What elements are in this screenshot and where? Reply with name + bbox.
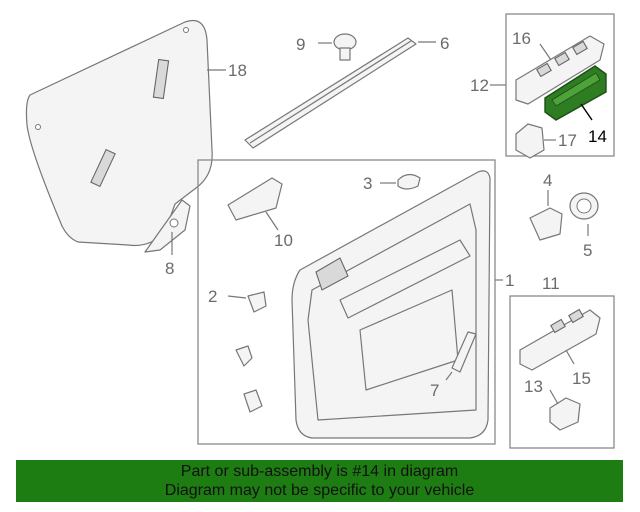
part-15-switch-assembly[interactable] (519, 308, 601, 371)
part-13-small-switch[interactable] (549, 389, 581, 431)
callout-1: 1 (505, 271, 514, 290)
callout-13: 13 (524, 377, 543, 396)
part-14-power-window-switch[interactable] (544, 65, 607, 121)
part-2-screw[interactable] (227, 291, 267, 313)
callout-7: 7 (430, 381, 439, 400)
callout-4: 4 (543, 171, 552, 190)
part-7-trim-strip[interactable] (445, 331, 477, 381)
part-4-inner-handle[interactable] (529, 190, 563, 241)
part-10-handle-cover[interactable] (227, 177, 283, 231)
screw-b (243, 389, 263, 413)
callout-16: 16 (512, 29, 531, 48)
callout-10: 10 (274, 231, 293, 250)
part-6-belt-molding[interactable] (244, 37, 436, 149)
part-16-switch-bezel[interactable] (515, 35, 605, 105)
part-5-grommet[interactable] (569, 192, 599, 236)
callout-11: 11 (542, 274, 560, 293)
info-banner: Part or sub-assembly is #14 in diagram D… (16, 460, 623, 502)
parts-diagram: 18 8 9 6 12 16 14 17 (25, 13, 615, 449)
part-3-cap[interactable] (380, 173, 421, 190)
screw-a (235, 345, 253, 367)
callout-2: 2 (208, 287, 217, 306)
callout-9: 9 (296, 35, 305, 54)
group-1-frame (197, 159, 496, 445)
door-trim-panel[interactable] (291, 170, 491, 439)
part-9-clip[interactable] (318, 33, 357, 61)
group-11-frame (509, 295, 615, 449)
callout-14: 14 (588, 127, 607, 146)
part-8-channel-bracket[interactable] (144, 199, 191, 255)
callout-6: 6 (440, 34, 449, 53)
callout-18: 18 (228, 61, 247, 80)
part-18-door-glass[interactable] (25, 19, 226, 247)
banner-line-1: Part or sub-assembly is #14 in diagram (180, 463, 459, 480)
callout-5: 5 (583, 241, 592, 260)
callout-3: 3 (363, 174, 372, 193)
callout-8: 8 (165, 259, 174, 278)
banner-line-2: Diagram may not be specific to your vehi… (164, 482, 475, 499)
callout-12: 12 (470, 76, 489, 95)
callout-15: 15 (572, 369, 591, 388)
callout-17: 17 (558, 131, 577, 150)
part-17-mirror-switch[interactable] (515, 123, 556, 159)
